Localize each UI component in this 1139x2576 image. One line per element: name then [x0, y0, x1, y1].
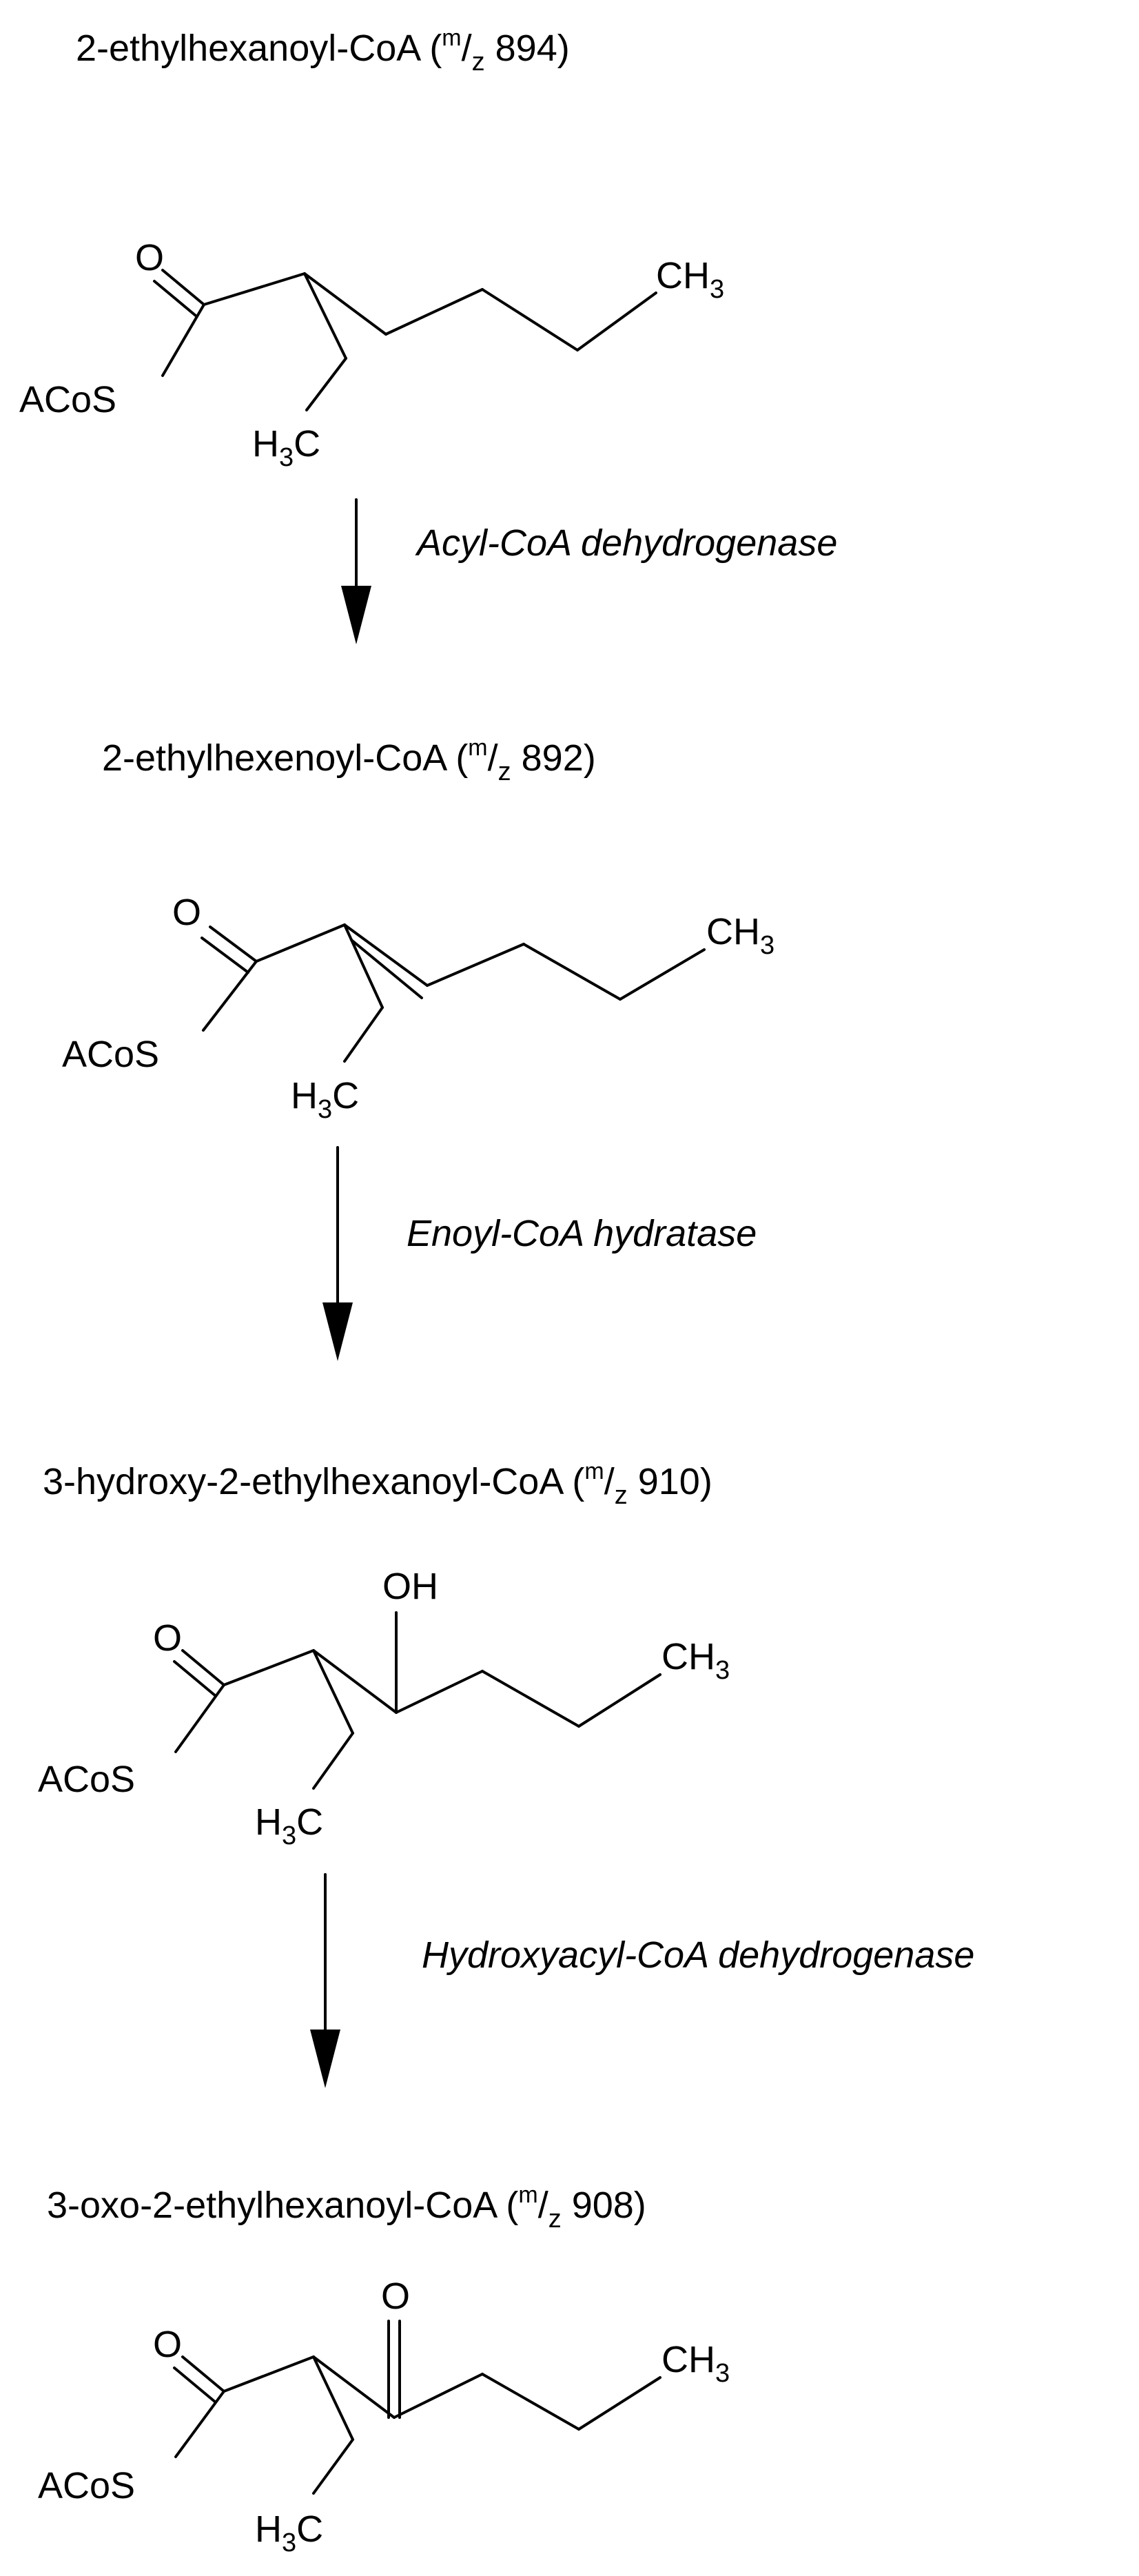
bond-c-o-2 [173, 1660, 217, 1697]
bond-c2-ethyl [312, 1649, 354, 1735]
compound-3-title: 3-hydroxy-2-ethylhexanoyl-CoA (m/z 910) [43, 1458, 712, 1510]
arrow-1-head [341, 586, 371, 644]
bond-c3-c4 [426, 943, 525, 987]
carbonyl-oxygen: O [153, 1617, 182, 1659]
enzyme-2-label: Enoyl-CoA hydratase [407, 1213, 757, 1254]
bond-c4-c5 [481, 2373, 580, 2431]
acos-group: ACoS [62, 1034, 159, 1075]
acos-group: ACoS [19, 379, 116, 420]
ch3-group: CH3 [661, 2339, 730, 2388]
bond-c3-c4 [395, 1670, 484, 1714]
bond-ethyl-h3c [305, 357, 347, 411]
bond-s-c1 [161, 303, 205, 377]
compound-2: 2-ethylhexenoyl-CoA (m/z 892) O ACoS CH3… [62, 735, 774, 1124]
bond-c2-c3 [312, 2355, 396, 2419]
bond-ethyl-h3c [312, 1732, 354, 1790]
bond-c2-c3 [312, 1649, 398, 1714]
compound-1-structure: O ACoS CH3 H3C [19, 237, 724, 472]
bond-c5-ch3 [576, 292, 657, 351]
bond-c-o-1 [209, 926, 258, 963]
h3c-group: H3C [255, 2508, 323, 2557]
bond-c2-ethyl [343, 923, 384, 1009]
ch3-group: CH3 [656, 255, 724, 304]
acos-group: ACoS [38, 1759, 135, 1800]
reaction-arrow-2: Enoyl-CoA hydratase [322, 1146, 757, 1361]
carbonyl-oxygen: O [153, 2324, 182, 2365]
compound-3-structure: O OH ACoS CH3 H3C [38, 1566, 730, 1850]
bond-c3-c4 [384, 288, 484, 336]
bond-s-c1 [174, 1684, 225, 1753]
bond-ethyl-h3c [312, 2438, 354, 2495]
compound-4-structure: O O ACoS CH3 H3C [38, 2276, 730, 2557]
enzyme-1-label: Acyl-CoA dehydrogenase [415, 522, 837, 564]
compound-1-title: 2-ethylhexanoyl-CoA (m/z 894) [76, 25, 570, 76]
compound-2-structure: O ACoS CH3 H3C [62, 892, 774, 1124]
bond-c2-ethyl [303, 272, 347, 360]
bond-c-o-2 [173, 2367, 217, 2404]
h3c-group: H3C [255, 1801, 323, 1850]
ch3-group: CH3 [661, 1636, 730, 1685]
reaction-arrow-1: Acyl-CoA dehydrogenase [341, 498, 837, 644]
arrow-2-head [322, 1302, 353, 1361]
bond-c-o-1 [181, 2355, 225, 2393]
bond-c4-c5 [481, 288, 579, 351]
ch3-group: CH3 [706, 911, 774, 960]
compound-2-title: 2-ethylhexenoyl-CoA (m/z 892) [102, 735, 596, 786]
compound-1: 2-ethylhexanoyl-CoA (m/z 894) O ACoS CH3… [19, 25, 724, 472]
carbonyl-oxygen: O [135, 237, 164, 278]
bond-c-o-1 [181, 1649, 225, 1686]
bond-c2-ethyl [312, 2355, 354, 2441]
bond-c-o-2 [153, 280, 197, 317]
bond-c1-c2 [223, 2355, 315, 2393]
bond-c2-c3 [343, 923, 429, 987]
bond-c3-c4 [393, 2373, 484, 2419]
bond-c5-ch3 [577, 1673, 661, 1728]
bond-c-o-2 [201, 937, 249, 974]
bond-c5-ch3 [577, 2376, 661, 2431]
bond-c4-c5 [481, 1670, 580, 1728]
reaction-arrow-3: Hydroxyacyl-CoA dehydrogenase [310, 1873, 974, 2088]
bond-c5-ch3 [619, 948, 706, 1001]
h3c-group: H3C [291, 1075, 359, 1124]
bond-c2-c3 [303, 272, 387, 336]
h3c-group: H3C [252, 423, 320, 472]
compound-4-title: 3-oxo-2-ethylhexanoyl-CoA (m/z 908) [47, 2182, 646, 2233]
compound-4: 3-oxo-2-ethylhexanoyl-CoA (m/z 908) O O … [38, 2182, 730, 2557]
bond-c1-c2 [255, 923, 346, 963]
bond-c1-c2 [223, 1649, 315, 1686]
acos-group: ACoS [38, 2465, 135, 2506]
enzyme-3-label: Hydroxyacyl-CoA dehydrogenase [422, 1934, 974, 1976]
compound-3: 3-hydroxy-2-ethylhexanoyl-CoA (m/z 910) … [38, 1458, 730, 1850]
carbonyl-oxygen: O [172, 892, 201, 933]
bond-c2-c3-double [350, 939, 423, 999]
arrow-3-head [310, 2030, 340, 2088]
bond-c-o-1 [161, 269, 205, 306]
hydroxyl-group: OH [382, 1566, 438, 1607]
bond-s-c1 [174, 2390, 225, 2458]
bond-ethyl-h3c [343, 1006, 384, 1063]
keto-oxygen: O [381, 2276, 410, 2317]
bond-c4-c5 [522, 943, 622, 1001]
bond-c1-c2 [203, 272, 306, 306]
